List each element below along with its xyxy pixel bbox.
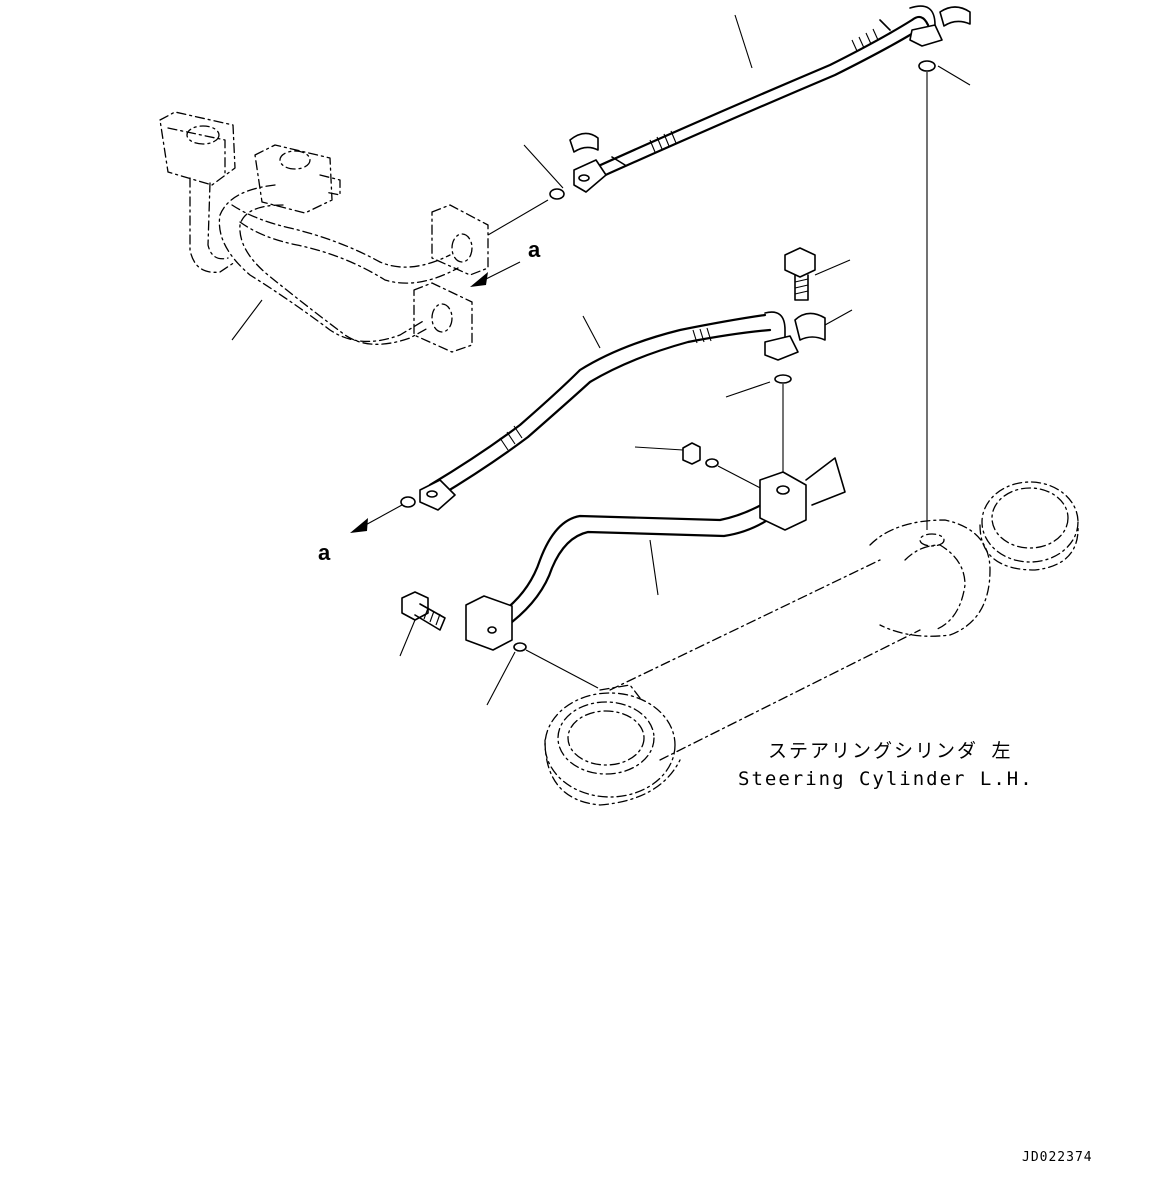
split-flange-clamp-upper-right xyxy=(939,6,971,27)
flange-bolt-upper xyxy=(784,247,851,301)
o-ring-upper-left xyxy=(487,144,565,236)
split-flange-clamp-middle xyxy=(794,309,853,341)
o-ring-upper-right xyxy=(918,60,971,530)
caption-english: Steering Cylinder L.H. xyxy=(738,768,1034,790)
steering-cylinder-lh-ghost xyxy=(544,481,1079,806)
valve-manifold-ghost xyxy=(159,111,489,353)
flange-bolt-lower xyxy=(399,591,446,657)
grease-fitting xyxy=(634,442,771,494)
middle-hose xyxy=(419,311,799,511)
drawing-number: JD022374 xyxy=(1022,1150,1093,1165)
upper-hose xyxy=(573,5,943,193)
o-ring-middle-left xyxy=(400,496,416,508)
callout-arrow-a-upper: a xyxy=(470,237,541,287)
callout-label-a-upper: a xyxy=(528,237,541,262)
o-ring-middle-right xyxy=(725,374,792,480)
o-ring-lower xyxy=(486,642,599,706)
callout-label-a-lower: a xyxy=(318,540,331,565)
split-flange-clamp-upper-left xyxy=(569,132,599,153)
lower-tube xyxy=(465,457,846,651)
caption-japanese: ステアリングシリンダ 左 xyxy=(768,740,1012,762)
callout-arrow-a-lower: a xyxy=(318,504,403,565)
